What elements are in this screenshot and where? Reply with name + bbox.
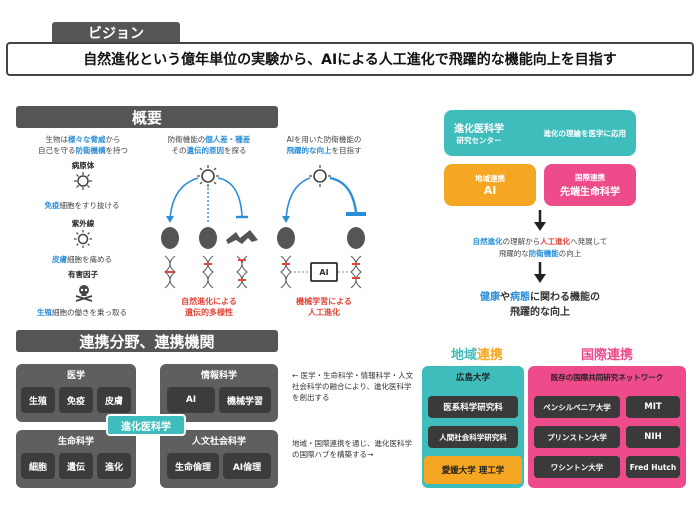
collab-note-2: 地域・国際連携を通じ、進化医科学の国際ハブを構築する→ [292,439,412,459]
vision-tab: ビジョン [52,22,180,44]
medicine-item: 皮膚 [97,387,131,413]
threat-uv-desc: 皮膚細胞を痛める [52,255,112,264]
center-desc: 進化の理論を医学に応用 [543,128,627,138]
artificial-evolution-illustration [277,165,366,289]
individual-variation-illustration [161,165,258,289]
regional-org: 愛媛大学 理工学 [424,456,522,484]
international-org: プリンストン大学 [534,426,620,448]
col2-heading: 防衛機能の個人差・種差 その遺伝的原因を探る [167,135,251,155]
ai-monitor-label: AI [319,267,329,277]
regional-org: 医系科学研究科 [428,396,518,418]
virus-icon [74,172,92,190]
humanities-panel: 人文社会科学 生命倫理 AI倫理 [160,430,278,488]
ai-monitor-icon: AI [310,262,338,282]
international-org: MIT [626,396,680,418]
international-title: 国際連携 [580,348,633,363]
medicine-item: 生殖 [21,387,55,413]
regional-head: 広島大学 [455,373,490,383]
col3-footer: 機械学習による 人工進化 [296,297,352,317]
center-title: 進化医科学 [454,124,504,135]
col3-heading: AIを用いた防衛機能の 飛躍的な向上を目指す [286,135,362,155]
international-org: Fred Hutch [626,456,680,478]
evolution-flow-text: 自然進化の理解から人工進化へ発展して 飛躍的な防衛機能の向上 [472,237,608,258]
center-top-box: 進化医科学 研究センター 進化の理論を医学に応用 [444,110,636,156]
life-science-item: 進化 [97,453,131,479]
center-subtitle: 研究センター [456,136,502,145]
info-science-panel: 情報科学 AI 機械学習 [160,364,278,422]
life-science-item: 遺伝 [59,453,93,479]
vision-statement: 自然進化という億年単位の実験から、AIによる人工進化で飛躍的な機能向上を目指す [6,42,694,76]
threat-pathogen-label: 病原体 [71,161,95,170]
regional-ai-box: 地域連携 AI [444,164,536,206]
international-box-title: 国際連携 [575,173,605,182]
medicine-title: 医学 [66,371,85,381]
life-science-item: 細胞 [21,453,55,479]
down-arrow-icon-2 [534,262,546,283]
international-head: 既存の国際共同研究ネットワーク [550,373,664,382]
down-arrow-icon [534,210,546,231]
regional-title: 地域連携 [450,348,504,363]
threat-pathogen-desc: 免疫細胞をすり抜ける [44,201,120,210]
medicine-panel: 医学 生殖 免疫 皮膚 [16,364,136,422]
regional-org: 人間社会科学研究科 [428,426,518,448]
international-org: ペンシルベニア大学 [534,396,620,418]
humanities-item: AI倫理 [223,453,271,479]
regional-ai-box-title: 地域連携 [475,174,505,183]
overview-tab: 概要 [16,106,278,128]
collab-note-1: ← 医学・生命科学・情報科学・人文社会科学の融合により、進化医科学を創出する [292,371,414,402]
regional-ai-box-label: AI [483,184,497,197]
international-org: NIH [626,426,680,448]
evolutionary-medicine-badge: 進化医科学 [106,414,186,436]
goal-text: 健康や病態に関わる機能の 飛躍的な向上 [480,292,600,318]
threat-toxin-label: 有害因子 [68,270,98,279]
international-box: 国際連携 先端生命科学 [544,164,636,206]
sun-icon [74,230,92,248]
humanities-item: 生命倫理 [167,453,219,479]
medicine-item: 免疫 [59,387,93,413]
skull-crossbones-icon [75,285,93,302]
info-science-title: 情報科学 [200,371,237,381]
collab-tab: 連携分野、連携機関 [16,330,278,352]
threat-uv-label: 紫外線 [71,219,95,228]
info-science-item: 機械学習 [219,387,271,413]
life-science-panel: 生命科学 細胞 遺伝 進化 [16,430,136,488]
col1-heading: 生物は様々な脅威から 自己を守る防衛機構を持つ [38,135,128,155]
international-org: ワシントン大学 [534,456,620,478]
international-box-label: 先端生命科学 [560,187,620,198]
threat-toxin-desc: 生殖細胞の働きを乗っ取る [37,308,127,317]
humanities-title: 人文社会科学 [191,437,246,447]
col2-footer: 自然進化による 遺伝的多様性 [181,297,237,317]
life-science-title: 生命科学 [57,437,94,447]
info-science-item: AI [167,387,215,413]
